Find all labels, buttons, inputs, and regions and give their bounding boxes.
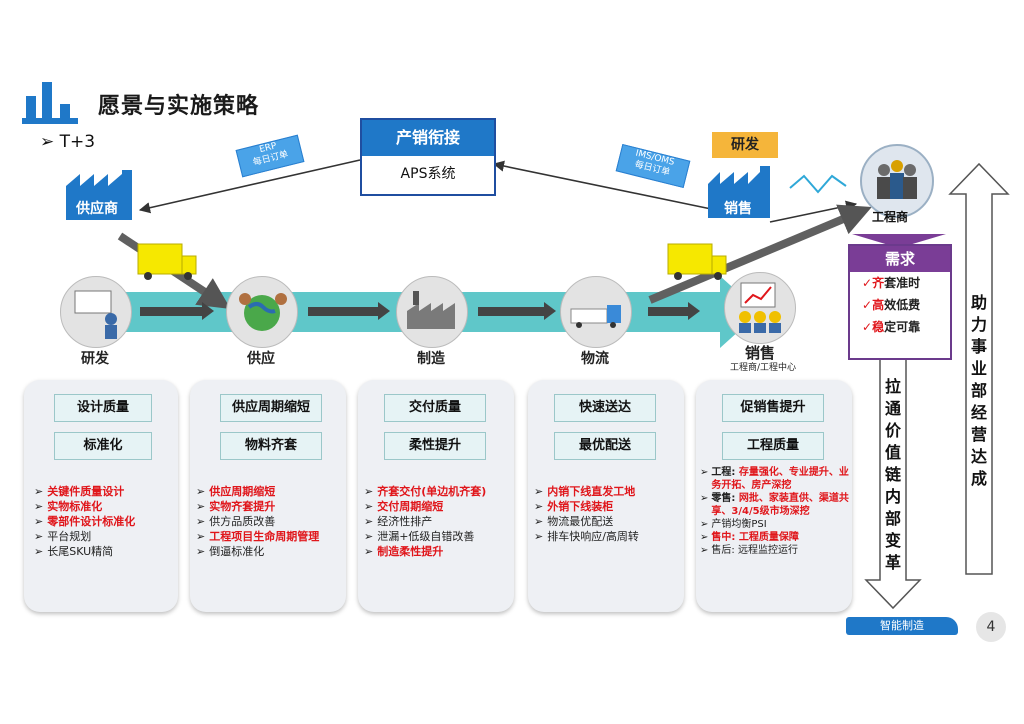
list-item: ➢零部件设计标准化 [34, 515, 136, 528]
sales-factory-label: 销售 [724, 201, 752, 217]
card-rd-tag-1: 设计质量 [54, 394, 152, 422]
card-rd-tag-2: 标准化 [54, 432, 152, 460]
list-item: ➢内销下线直发工地 [534, 485, 636, 498]
card-manufacture: 交付质量 柔性提升 ➢齐套交付(单边机齐套) ➢交付周期缩短 ➢经济性排产 ➢泄… [358, 380, 514, 612]
stage-manufacture [396, 276, 468, 348]
sales-factory-icon [708, 166, 770, 218]
list-item: ➢工程: 存量强化、专业提升、业务开拓、房产深挖 [700, 467, 849, 491]
card-sales-tag-1: 促销售提升 [722, 394, 824, 422]
list-item: ➢零售: 网批、家装直供、渠道共享、3/4/5级市场深挖 [700, 493, 849, 517]
list-item: ➢物流最优配送 [534, 515, 614, 528]
card-logistics-tag-2: 最优配送 [554, 432, 656, 460]
aps-box: 产销衔接 APS系统 [360, 118, 496, 196]
list-item: ➢倒逼标准化 [196, 545, 265, 558]
list-item: ➢关键件质量设计 [34, 485, 125, 498]
demand-arrow-head [852, 234, 946, 248]
page-number: 4 [976, 612, 1006, 642]
list-item: ➢实物标准化 [34, 500, 103, 513]
aps-title: 产销衔接 [362, 120, 494, 156]
list-item: ➢经济性排产 [364, 515, 433, 528]
stage-supply-label: 供应 [247, 351, 275, 367]
card-rd: 设计质量 标准化 ➢关键件质量设计 ➢实物标准化 ➢零部件设计标准化 ➢平台规划… [24, 380, 178, 612]
stage-sales-label: 销售 [744, 344, 775, 362]
card-supply: 供应周期缩短 物料齐套 ➢供应周期缩短 ➢实物齐套提升 ➢供方品质改善 ➢工程项… [190, 380, 346, 612]
supplier-factory-icon [66, 170, 132, 220]
value-chain-text: 拉通价值链内部变革 [884, 377, 901, 572]
list-item: ➢外销下线装柜 [534, 500, 614, 513]
stage-rd-label: 研发 [81, 351, 109, 367]
stage-supply [226, 276, 298, 348]
contractor-label: 工程商 [872, 210, 909, 224]
card-supply-list: ➢供应周期缩短 ➢实物齐套提升 ➢供方品质改善 ➢工程项目生命周期管理 ➢倒逼标… [196, 484, 346, 559]
list-item: ➢排车快响应/高周转 [534, 530, 639, 543]
supplier-label: 供应商 [76, 201, 118, 217]
list-item: ➢齐套交付(单边机齐套) [364, 485, 487, 498]
card-logistics-tag-1: 快速送达 [554, 394, 656, 422]
page-title: 愿景与实施策略 [98, 94, 260, 119]
list-item: ➢制造柔性提升 [364, 545, 444, 558]
card-sales-list: ➢工程: 存量强化、专业提升、业务开拓、房产深挖 ➢零售: 网批、家装直供、渠道… [700, 466, 850, 557]
stage-logistics-label: 物流 [581, 351, 609, 367]
card-supply-tag-2: 物料齐套 [220, 432, 322, 460]
card-sales: 促销售提升 工程质量 ➢工程: 存量强化、专业提升、业务开拓、房产深挖 ➢零售:… [696, 380, 852, 612]
list-item: ➢泄漏+低级自错改善 [364, 530, 475, 543]
stage-sales [724, 272, 796, 344]
demand-item: ✓高效低费 [862, 298, 921, 312]
card-supply-tag-1: 供应周期缩短 [220, 394, 322, 422]
list-item: ➢实物齐套提升 [196, 500, 276, 513]
aps-system: APS系统 [400, 166, 456, 182]
card-manufacture-tag-1: 交付质量 [384, 394, 486, 422]
footer-tag: 智能制造 [846, 617, 958, 635]
business-text: 助力事业部经营达成 [970, 293, 987, 488]
card-sales-tag-2: 工程质量 [722, 432, 824, 460]
stage-manufacture-label: 制造 [417, 351, 445, 367]
card-logistics-list: ➢内销下线直发工地 ➢外销下线装柜 ➢物流最优配送 ➢排车快响应/高周转 [534, 484, 684, 544]
card-rd-list: ➢关键件质量设计 ➢实物标准化 ➢零部件设计标准化 ➢平台规划 ➢长尾SKU精简 [34, 484, 174, 559]
list-item: ➢供应周期缩短 [196, 485, 276, 498]
list-item: ➢供方品质改善 [196, 515, 276, 528]
demand-box: 需求 ✓齐套准时 ✓高效低费 ✓稳定可靠 [848, 244, 952, 360]
card-manufacture-list: ➢齐套交付(单边机齐套) ➢交付周期缩短 ➢经济性排产 ➢泄漏+低级自错改善 ➢… [364, 484, 514, 559]
list-item: ➢售中: 工程质量保障 [700, 532, 799, 543]
list-item: ➢产销均衡PSI [700, 519, 767, 530]
list-item: ➢工程项目生命周期管理 [196, 530, 320, 543]
list-item: ➢长尾SKU精简 [34, 545, 114, 558]
demand-item: ✓齐套准时 [862, 276, 921, 290]
demand-title: 需求 [850, 246, 950, 272]
list-item: ➢交付周期缩短 [364, 500, 444, 513]
logo-icon [22, 82, 78, 124]
list-item: ➢售后: 远程监控运行 [700, 545, 798, 556]
card-manufacture-tag-2: 柔性提升 [384, 432, 486, 460]
subtitle: ➢ T+3 [40, 132, 96, 152]
stage-rd [60, 276, 132, 348]
contractor-icon [860, 144, 934, 218]
stage-logistics [560, 276, 632, 348]
card-logistics: 快速送达 最优配送 ➢内销下线直发工地 ➢外销下线装柜 ➢物流最优配送 ➢排车快… [528, 380, 684, 612]
list-item: ➢平台规划 [34, 530, 92, 543]
stage-sales-sublabel: 工程商/工程中心 [729, 363, 797, 373]
demand-item: ✓稳定可靠 [862, 320, 921, 334]
rd-tag: 研发 [712, 132, 778, 158]
